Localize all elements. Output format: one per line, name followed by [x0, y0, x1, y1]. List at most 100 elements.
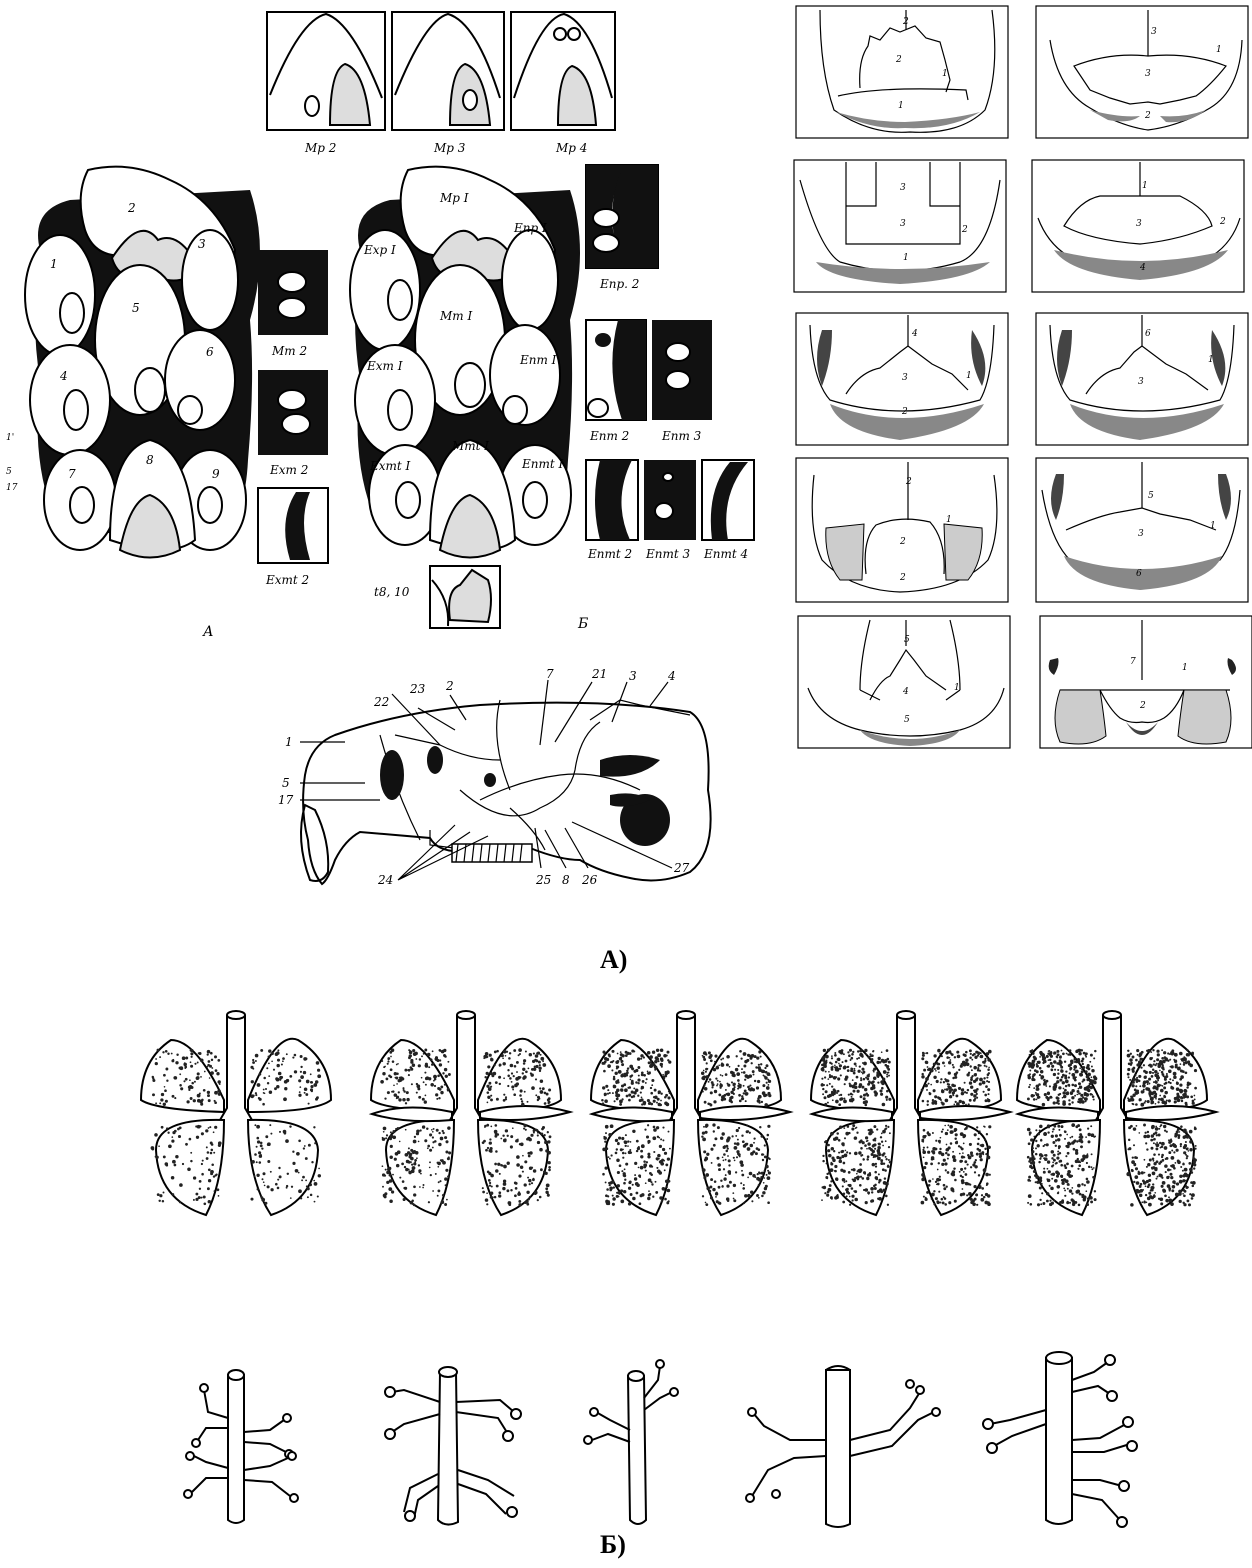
inset-mp2	[267, 12, 385, 130]
cusp-9: 9	[212, 467, 220, 481]
bronchial-tree-5	[983, 1352, 1137, 1527]
svg-text:3: 3	[900, 219, 906, 229]
bronchial-tree-3	[584, 1360, 678, 1524]
svg-text:1: 1	[1208, 355, 1214, 365]
lung-drawing-2	[371, 1011, 570, 1215]
svg-text:1: 1	[1142, 181, 1148, 191]
skull-label-21: 21	[591, 667, 607, 681]
inset-mp4	[511, 12, 615, 130]
svg-text:1: 1	[946, 515, 952, 525]
svg-text:2: 2	[905, 477, 912, 487]
bronchial-tree-1	[184, 1370, 298, 1523]
svg-text:3: 3	[1151, 27, 1157, 37]
label-enp2: Enp. 2	[599, 277, 639, 291]
occipital-cell-1	[796, 6, 1008, 138]
bronchial-tree-4	[746, 1366, 940, 1527]
svg-text:2: 2	[1219, 217, 1226, 227]
svg-text:2: 2	[1139, 701, 1146, 711]
svg-text:5: 5	[904, 635, 910, 645]
panel-caption-a: А)	[600, 945, 627, 975]
skull-label-8: 8	[562, 873, 570, 887]
svg-text:3: 3	[1145, 69, 1151, 79]
lung-drawing-5	[1017, 1011, 1216, 1215]
label-mp2: Mp 2	[304, 141, 336, 155]
label-enmt2: Enmt 2	[587, 547, 632, 561]
occipital-grid: 2 2 1 1 3 3 1 2 3 3 2 1 1 3 2 4	[794, 6, 1252, 748]
svg-text:1: 1	[898, 101, 904, 111]
svg-text:2: 2	[902, 17, 909, 27]
cusp-enp1: Enp I	[513, 221, 547, 235]
svg-text:7: 7	[1130, 657, 1136, 667]
svg-text:6: 6	[1145, 329, 1151, 339]
label-enmt4: Enmt 4	[703, 547, 748, 561]
svg-text:4: 4	[902, 687, 909, 697]
svg-text:2: 2	[899, 573, 906, 583]
skull-label-4: 4	[667, 669, 676, 683]
svg-text:5: 5	[1148, 491, 1154, 501]
lung-drawing-4	[811, 1011, 1010, 1215]
svg-text:6: 6	[1136, 569, 1142, 579]
cusp-4: 4	[59, 369, 68, 383]
label-t8-10: t8, 10	[374, 585, 410, 599]
cusp-mm1: Mm I	[439, 309, 472, 323]
cusp-mp1: Mp I	[439, 191, 469, 205]
skull-label-26: 26	[581, 873, 598, 887]
svg-text:1: 1	[942, 69, 948, 79]
skull-label-1: 1	[285, 735, 293, 749]
cusp-enmt1: Enmt I	[521, 457, 564, 471]
skull-label-3: 3	[629, 669, 637, 683]
label-mp3: Mp 3	[433, 141, 466, 155]
skull-label-7: 7	[546, 667, 554, 681]
svg-text:2: 2	[901, 407, 908, 417]
svg-text:1: 1	[1210, 521, 1216, 531]
svg-text:1: 1	[1182, 663, 1188, 673]
cusp-5: 5	[132, 301, 140, 315]
label-exm2: Exm 2	[269, 463, 308, 477]
lung-drawing-3	[591, 1011, 790, 1215]
label-exmt2: Exmt 2	[265, 573, 309, 587]
skull-label-2: 2	[445, 679, 454, 693]
skull-label-25: 25	[535, 873, 551, 887]
skull-label-22: 22	[373, 695, 389, 709]
label-mp4: Mp 4	[555, 141, 587, 155]
panel-caption-b: Б)	[600, 1530, 626, 1560]
cusp-exmt1: Exmt I	[369, 459, 411, 473]
cusp-2: 2	[127, 201, 136, 215]
label-enm2: Enm 2	[589, 429, 629, 443]
bronchi-row	[184, 1352, 1137, 1527]
margin-mark-17: 17	[6, 483, 18, 493]
cusp-8: 8	[146, 453, 154, 467]
label-mm2: Mm 2	[271, 344, 307, 358]
label-enm3: Enm 3	[661, 429, 702, 443]
skull-label-17: 17	[278, 793, 294, 807]
margin-mark-1: 1'	[6, 433, 14, 443]
molar-a: 2 1 3 4 5 6 7 8 9 1' 5 17 А	[6, 167, 260, 640]
svg-text:2: 2	[1144, 111, 1151, 121]
svg-text:5: 5	[904, 715, 910, 725]
cusp-7: 7	[68, 467, 76, 481]
svg-text:2: 2	[895, 55, 902, 65]
svg-text:4: 4	[911, 329, 918, 339]
cusp-exp1: Exp I	[363, 243, 396, 257]
skull-teeth	[452, 844, 532, 862]
bronchial-tree-2	[385, 1367, 521, 1525]
svg-text:4: 4	[1139, 263, 1146, 273]
occipital-cell-2	[1036, 6, 1248, 138]
label-enmt3: Enmt 3	[645, 547, 691, 561]
molar-b: Mp I Exp I Enp I Mm I Exm I Enm I Mmt I …	[350, 167, 588, 632]
cusp-mmt1: Mmt I	[451, 439, 489, 453]
cusp-enm1: Enm I	[519, 353, 557, 367]
top-insets: Mp 2 Mp 3 Mp 4	[267, 12, 615, 155]
cusp-3: 3	[198, 237, 206, 251]
cusp-6: 6	[206, 345, 214, 359]
svg-text:2: 2	[899, 537, 906, 547]
sub-label-a: А	[202, 624, 214, 640]
svg-text:1: 1	[903, 253, 909, 263]
side-insets-a: Mm 2 Exm 2 Exmt 2	[258, 250, 328, 587]
svg-text:3: 3	[1138, 377, 1144, 387]
skull-label-5: 5	[282, 776, 290, 790]
skull-label-24: 24	[377, 873, 393, 887]
sub-label-b: Б	[577, 616, 588, 632]
svg-text:1: 1	[966, 371, 972, 381]
